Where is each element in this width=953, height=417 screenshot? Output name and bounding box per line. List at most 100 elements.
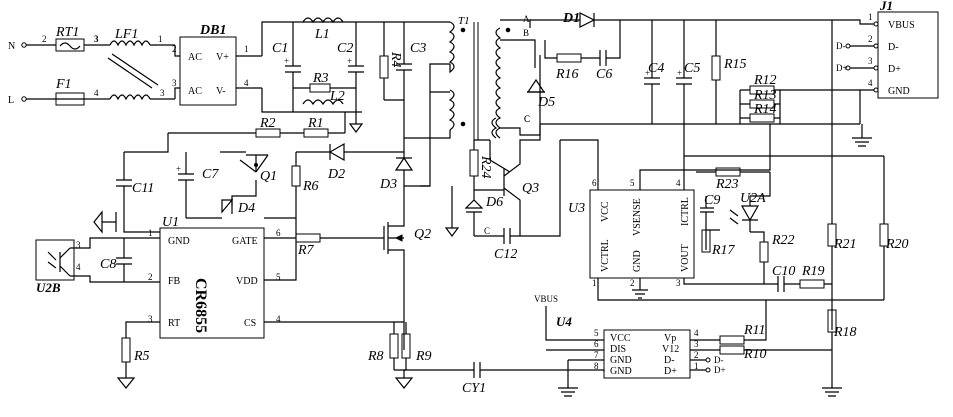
svg-text:R4: R4	[388, 51, 403, 68]
label-neutral: N	[8, 41, 15, 52]
svg-text:1: 1	[158, 34, 163, 44]
svg-text:J1: J1	[879, 0, 893, 13]
resistor-r18: R18	[822, 309, 857, 397]
svg-text:6: 6	[592, 178, 597, 188]
svg-text:6: 6	[276, 228, 281, 238]
svg-text:L1: L1	[314, 27, 330, 42]
svg-text:R13: R13	[753, 88, 777, 103]
svg-text:C4: C4	[648, 61, 664, 76]
svg-text:1: 1	[148, 228, 153, 238]
svg-text:B: B	[523, 28, 529, 38]
svg-text:R7: R7	[297, 243, 315, 258]
capacitor-c12: C C12	[474, 140, 561, 262]
svg-text:RT1: RT1	[55, 25, 79, 40]
usb-connector-j1: J1 VBUS D- D+ GND 1 2 3 4 D- D+	[832, 0, 939, 124]
diode-d1: D1	[530, 11, 832, 28]
svg-text:U1: U1	[162, 215, 179, 230]
svg-text:C11: C11	[132, 181, 154, 196]
capacitor-c7: C7 +	[176, 152, 219, 218]
svg-text:D3: D3	[379, 177, 397, 192]
svg-text:D-: D-	[714, 355, 724, 365]
svg-text:2: 2	[148, 272, 153, 282]
capacitor-c8: C8	[100, 238, 132, 282]
capacitor-c10: C10	[772, 264, 798, 292]
svg-text:A: A	[523, 14, 530, 24]
svg-text:R10: R10	[743, 347, 767, 362]
svg-text:R16: R16	[555, 67, 579, 82]
svg-text:GND: GND	[632, 250, 643, 272]
resistor-r23: R23	[696, 167, 770, 192]
svg-text:GND: GND	[610, 355, 632, 366]
svg-text:3: 3	[160, 88, 165, 98]
resistor-r2: R2	[168, 116, 300, 138]
svg-text:L2: L2	[329, 89, 345, 104]
svg-text:R5: R5	[133, 349, 150, 364]
svg-text:VCC: VCC	[600, 201, 611, 222]
zener-d4: D4	[186, 180, 257, 219]
svg-text:2: 2	[42, 34, 47, 44]
inductor-l2: L2	[302, 89, 345, 106]
svg-text:VOUT: VOUT	[680, 244, 691, 272]
capacitor-c3: C3	[396, 22, 426, 100]
controller-u1: U1 GND GATE FB VDD RT CS CR6855 1 2 3 4 …	[148, 215, 281, 339]
svg-text:V-: V-	[216, 86, 226, 97]
resistor-r3: R3	[293, 71, 356, 93]
svg-text:R12: R12	[753, 73, 777, 88]
resistor-r5: R5	[116, 321, 160, 389]
thermistor-rt1: RT1 2 3	[26, 25, 110, 52]
svg-text:CR6855: CR6855	[192, 278, 209, 333]
svg-text:R22: R22	[771, 233, 795, 248]
svg-text:CY1: CY1	[462, 381, 486, 396]
svg-text:U4: U4	[556, 314, 572, 329]
resistor-r19: R19	[798, 264, 832, 289]
svg-text:R6: R6	[302, 179, 319, 194]
resistor-r11: R11	[719, 300, 767, 345]
svg-text:ICTRL: ICTRL	[680, 197, 691, 226]
capacitor-cy1: CY1	[404, 362, 568, 396]
svg-text:1: 1	[592, 278, 597, 288]
svg-text:C: C	[484, 226, 490, 236]
svg-text:C2: C2	[337, 41, 353, 56]
svg-text:3: 3	[76, 240, 81, 250]
svg-text:C8: C8	[100, 257, 116, 272]
svg-text:D4: D4	[237, 201, 255, 216]
svg-text:R20: R20	[885, 237, 909, 252]
svg-text:R8: R8	[367, 349, 384, 364]
svg-text:VSENSE: VSENSE	[632, 198, 643, 236]
svg-text:V12: V12	[662, 344, 679, 355]
svg-text:D1: D1	[562, 11, 580, 26]
resistor-bank-r12-r14: R12 R13 R14	[739, 73, 860, 124]
capacitor-c6: C6	[596, 20, 621, 82]
resistor-r17: R17	[701, 229, 736, 258]
svg-text:R18: R18	[833, 325, 857, 340]
svg-text:2: 2	[172, 44, 177, 54]
resistor-r4: R4	[379, 22, 403, 100]
resistor-r24: R24	[469, 139, 493, 190]
opto-diode-u2a: U2A	[729, 172, 771, 232]
svg-text:C12: C12	[494, 247, 517, 262]
svg-text:+: +	[677, 68, 682, 78]
svg-text:+: +	[645, 68, 650, 78]
svg-text:R11: R11	[743, 323, 766, 338]
svg-text:U2A: U2A	[740, 191, 766, 206]
svg-text:Q1: Q1	[260, 169, 277, 184]
resistor-r9: R9	[394, 322, 432, 389]
zener-d6: D6	[464, 190, 503, 236]
svg-text:2: 2	[868, 34, 873, 44]
svg-text:C10: C10	[772, 264, 795, 279]
svg-text:D5: D5	[537, 95, 555, 110]
ground-secondary-left	[444, 227, 460, 237]
svg-text:R19: R19	[801, 264, 825, 279]
svg-text:DB1: DB1	[199, 23, 226, 38]
svg-text:3: 3	[148, 314, 153, 324]
svg-text:GND: GND	[168, 236, 190, 247]
svg-text:Q2: Q2	[414, 227, 431, 242]
mosfet-q2: Q2	[372, 220, 431, 350]
svg-text:3: 3	[676, 278, 681, 288]
svg-text:GND: GND	[610, 366, 632, 377]
svg-text:R9: R9	[415, 349, 432, 364]
resistor-r6: R6	[264, 152, 319, 219]
optocoupler-u2b: U2B 3 4	[35, 237, 160, 295]
svg-text:4: 4	[244, 78, 249, 88]
terminal-l	[21, 96, 27, 102]
